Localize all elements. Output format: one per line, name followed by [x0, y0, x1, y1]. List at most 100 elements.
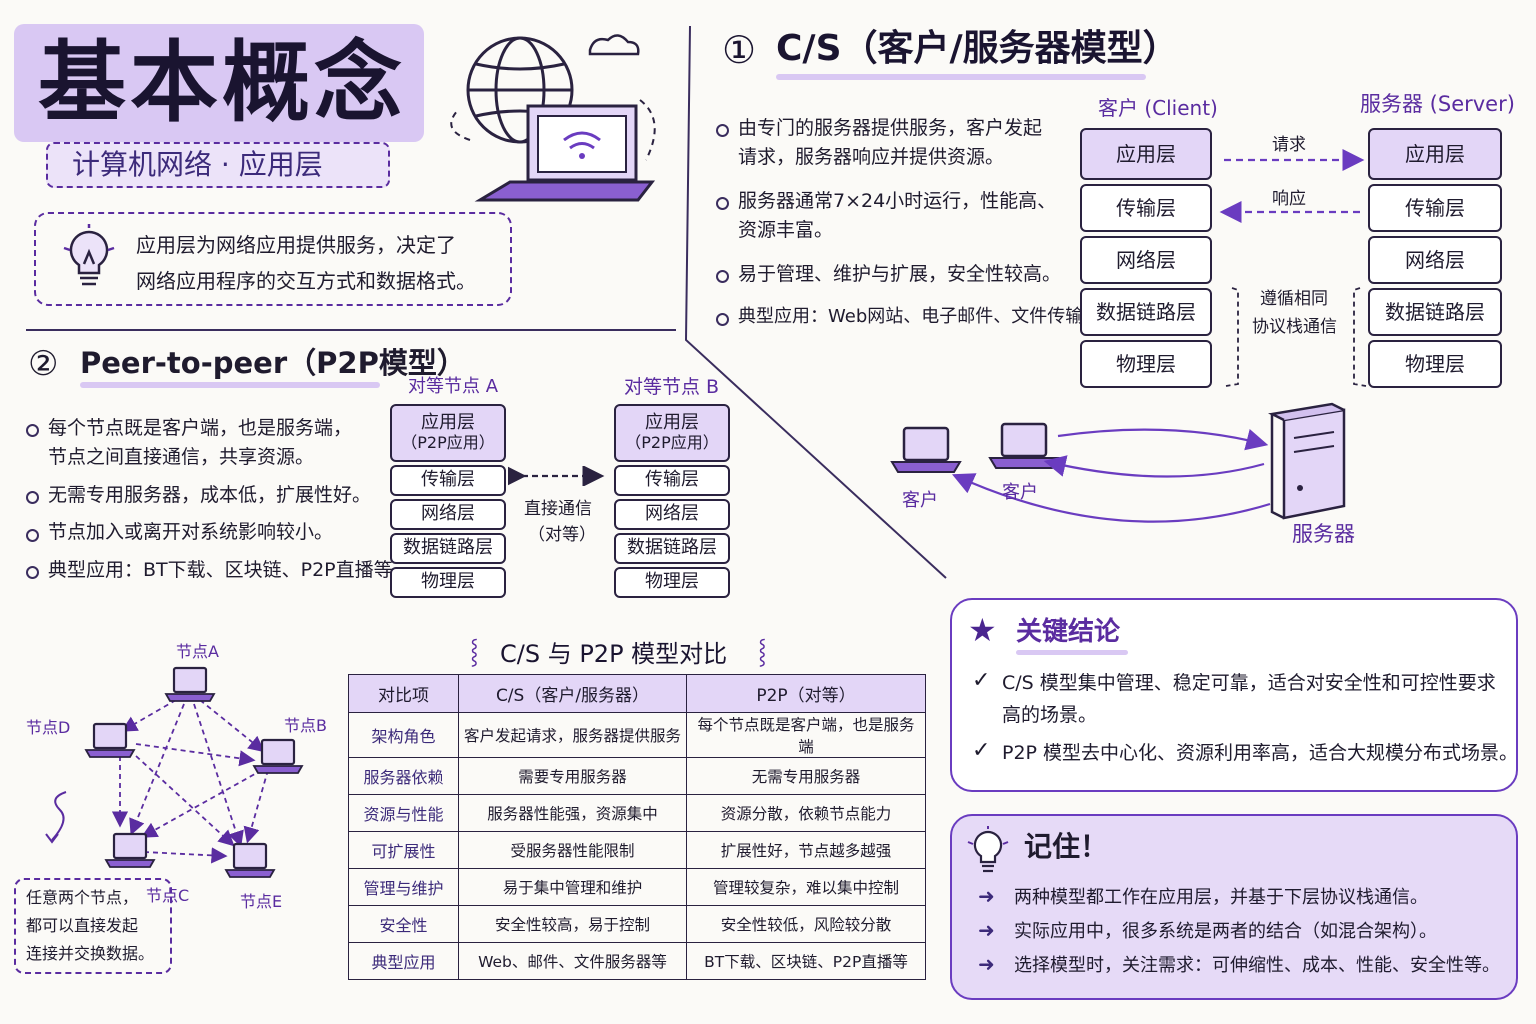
cs-diagram-server: 服务器 — [1292, 522, 1355, 546]
peer-a-layer: 传输层 — [390, 465, 506, 496]
p2p-note-line-2: 都可以直接发起 — [26, 916, 139, 935]
cs-server-layer: 数据链路层 — [1368, 288, 1502, 336]
compare-title-deco-left: ⸾ — [470, 637, 479, 665]
cs-server-layer: 传输层 — [1368, 184, 1502, 232]
cs-client-layer: 物理层 — [1080, 340, 1212, 388]
table-row: 安全性安全性较高，易于控制安全性较低，风险较分散 — [348, 905, 926, 943]
node-c-label: 节点C — [146, 886, 190, 905]
cs-server-label: 服务器 (Server) — [1360, 92, 1515, 116]
direct-comm-label-1: 直接通信 — [524, 499, 592, 519]
table-cell: 管理与维护 — [348, 868, 459, 906]
cs-client-layer: 传输层 — [1080, 184, 1212, 232]
laptop-icon — [890, 426, 962, 473]
conclusion-title-underline — [1016, 650, 1128, 655]
table-cell: 资源分散，依赖节点能力 — [686, 794, 926, 832]
peer-b-layer: 传输层 — [614, 465, 730, 496]
arrow-right-icon: ➜ — [978, 918, 995, 942]
p2p-heading-underline — [80, 382, 380, 388]
table-row: 架构角色客户发起请求，服务器提供服务每个节点既是客户端，也是服务端 — [348, 712, 926, 758]
cs-diagram-client-2: 客户 — [1002, 482, 1038, 503]
remember-box — [950, 814, 1518, 1000]
cs-bullets: 由专门的服务器提供服务，客户发起请求，服务器响应并提供资源。 服务器通常7×24… — [716, 114, 1119, 331]
peer-a-app-layer: 应用层（P2P应用） — [390, 404, 506, 462]
laptop-icon — [164, 666, 216, 702]
arrow-right-icon: ➜ — [978, 884, 995, 908]
direct-comm-arrow — [508, 466, 605, 486]
cs-server-stack: 应用层 传输层 网络层 数据链路层 物理层 — [1368, 128, 1502, 388]
subtitle: 计算机网络 · 应用层 — [72, 148, 323, 181]
peer-a-layer: 数据链路层 — [390, 533, 506, 564]
cs-server-layer: 物理层 — [1368, 340, 1502, 388]
intro-box — [34, 212, 512, 306]
table-cell: BT下载、区块链、P2P直播等 — [686, 942, 926, 980]
compare-title-deco-right: ⸾ — [758, 637, 767, 665]
peer-a-stack: 应用层（P2P应用） 传输层 网络层 数据链路层 物理层 — [390, 404, 506, 598]
cs-bullet: 易于管理、维护与扩展，安全性较高。 — [716, 260, 1086, 289]
table-cell: Web、邮件、文件服务器等 — [458, 942, 687, 980]
title-highlight — [14, 24, 424, 142]
peer-b-app-layer: 应用层（P2P应用） — [614, 404, 730, 462]
remember-item-3: 选择模型时，关注需求：可伸缩性、成本、性能、安全性等。 — [1014, 955, 1500, 976]
remember-item-1: 两种模型都工作在应用层，并基于下层协议栈通信。 — [1014, 887, 1428, 908]
table-row: 服务器依赖需要专用服务器无需专用服务器 — [348, 757, 926, 795]
cs-server-layer: 应用层 — [1368, 128, 1502, 180]
table-cell: 安全性较低，风险较分散 — [686, 905, 926, 943]
protocol-note-1: 遵循相同 — [1260, 289, 1328, 309]
laptop-icon — [474, 104, 656, 202]
laptop-icon — [252, 738, 304, 774]
cs-diagram-client-1: 客户 — [902, 490, 938, 511]
table-header-row: 对比项 C/S（客户/服务器） P2P（对等） — [348, 674, 926, 713]
table-row: 管理与维护易于集中管理和维护管理较复杂，难以集中控制 — [348, 868, 926, 906]
server-icon — [1268, 402, 1346, 520]
cs-client-layer: 网络层 — [1080, 236, 1212, 284]
table-cell: 每个节点既是客户端，也是服务端 — [686, 712, 926, 758]
table-cell: 安全性 — [348, 905, 459, 943]
peer-b-layer: 网络层 — [614, 499, 730, 530]
globe-laptop-illustration — [450, 34, 656, 202]
cs-heading-underline — [776, 74, 1146, 80]
p2p-bullets: 每个节点既是客户端，也是服务端，节点之间直接通信，共享资源。 无需专用服务器，成… — [26, 414, 412, 585]
remember-item-2: 实际应用中，很多系统是两者的结合（如混合架构）。 — [1014, 921, 1437, 942]
peer-a-layer: 网络层 — [390, 499, 506, 530]
cs-heading-number: ① — [722, 28, 757, 72]
cs-client-label: 客户 (Client) — [1098, 96, 1218, 120]
compare-title: C/S 与 P2P 模型对比 — [500, 640, 728, 668]
table-cell: 扩展性好，节点越多越强 — [686, 831, 926, 869]
cs-arrows — [1219, 149, 1367, 387]
p2p-bullet: 无需专用服务器，成本低，扩展性好。 — [26, 481, 386, 510]
laptop-icon — [224, 842, 276, 878]
table-cell: 可扩展性 — [348, 831, 459, 869]
lightbulb-icon — [967, 826, 1009, 873]
laptop-icon — [104, 832, 156, 868]
p2p-heading: Peer-to-peer（P2P模型） — [80, 346, 466, 380]
remember-title: 记住！ — [1024, 830, 1109, 863]
p2p-bullet: 典型应用：BT下载、区块链、P2P直播等。 — [26, 556, 412, 585]
cs-client-stack: 应用层 传输层 网络层 数据链路层 物理层 — [1080, 128, 1212, 388]
cs-server-layer: 网络层 — [1368, 236, 1502, 284]
table-row: 资源与性能服务器性能强，资源集中资源分散，依赖节点能力 — [348, 794, 926, 832]
table-header-cell: P2P（对等） — [686, 674, 926, 713]
protocol-note-2: 协议栈通信 — [1252, 317, 1337, 337]
star-icon: ★ — [968, 611, 997, 649]
direct-comm-label-2: （对等） — [528, 525, 596, 545]
table-cell: 服务器性能强，资源集中 — [458, 794, 687, 832]
table-cell: 管理较复杂，难以集中控制 — [686, 868, 926, 906]
cs-client-layer: 应用层 — [1080, 128, 1212, 180]
conclusion-box — [950, 598, 1518, 792]
response-label: 响应 — [1272, 189, 1306, 209]
check-icon: ✓ — [972, 668, 991, 693]
arrow-right-icon: ➜ — [978, 952, 995, 976]
node-d-label: 节点D — [26, 718, 71, 737]
laptop-icon — [988, 422, 1060, 469]
node-e-label: 节点E — [240, 892, 283, 911]
table-cell: 无需专用服务器 — [686, 757, 926, 795]
peer-b-stack: 应用层（P2P应用） 传输层 网络层 数据链路层 物理层 — [614, 404, 730, 598]
peer-b-label: 对等节点 B — [624, 376, 720, 398]
cs-network-diagram — [890, 402, 1346, 523]
node-a-label: 节点A — [176, 642, 219, 661]
table-cell: 典型应用 — [348, 942, 459, 980]
conclusion-item-1-line-1: C/S 模型集中管理、稳定可靠，适合对安全性和可控性要求 — [1002, 672, 1496, 694]
lightbulb-icon — [63, 224, 115, 286]
node-b-label: 节点B — [284, 716, 327, 735]
